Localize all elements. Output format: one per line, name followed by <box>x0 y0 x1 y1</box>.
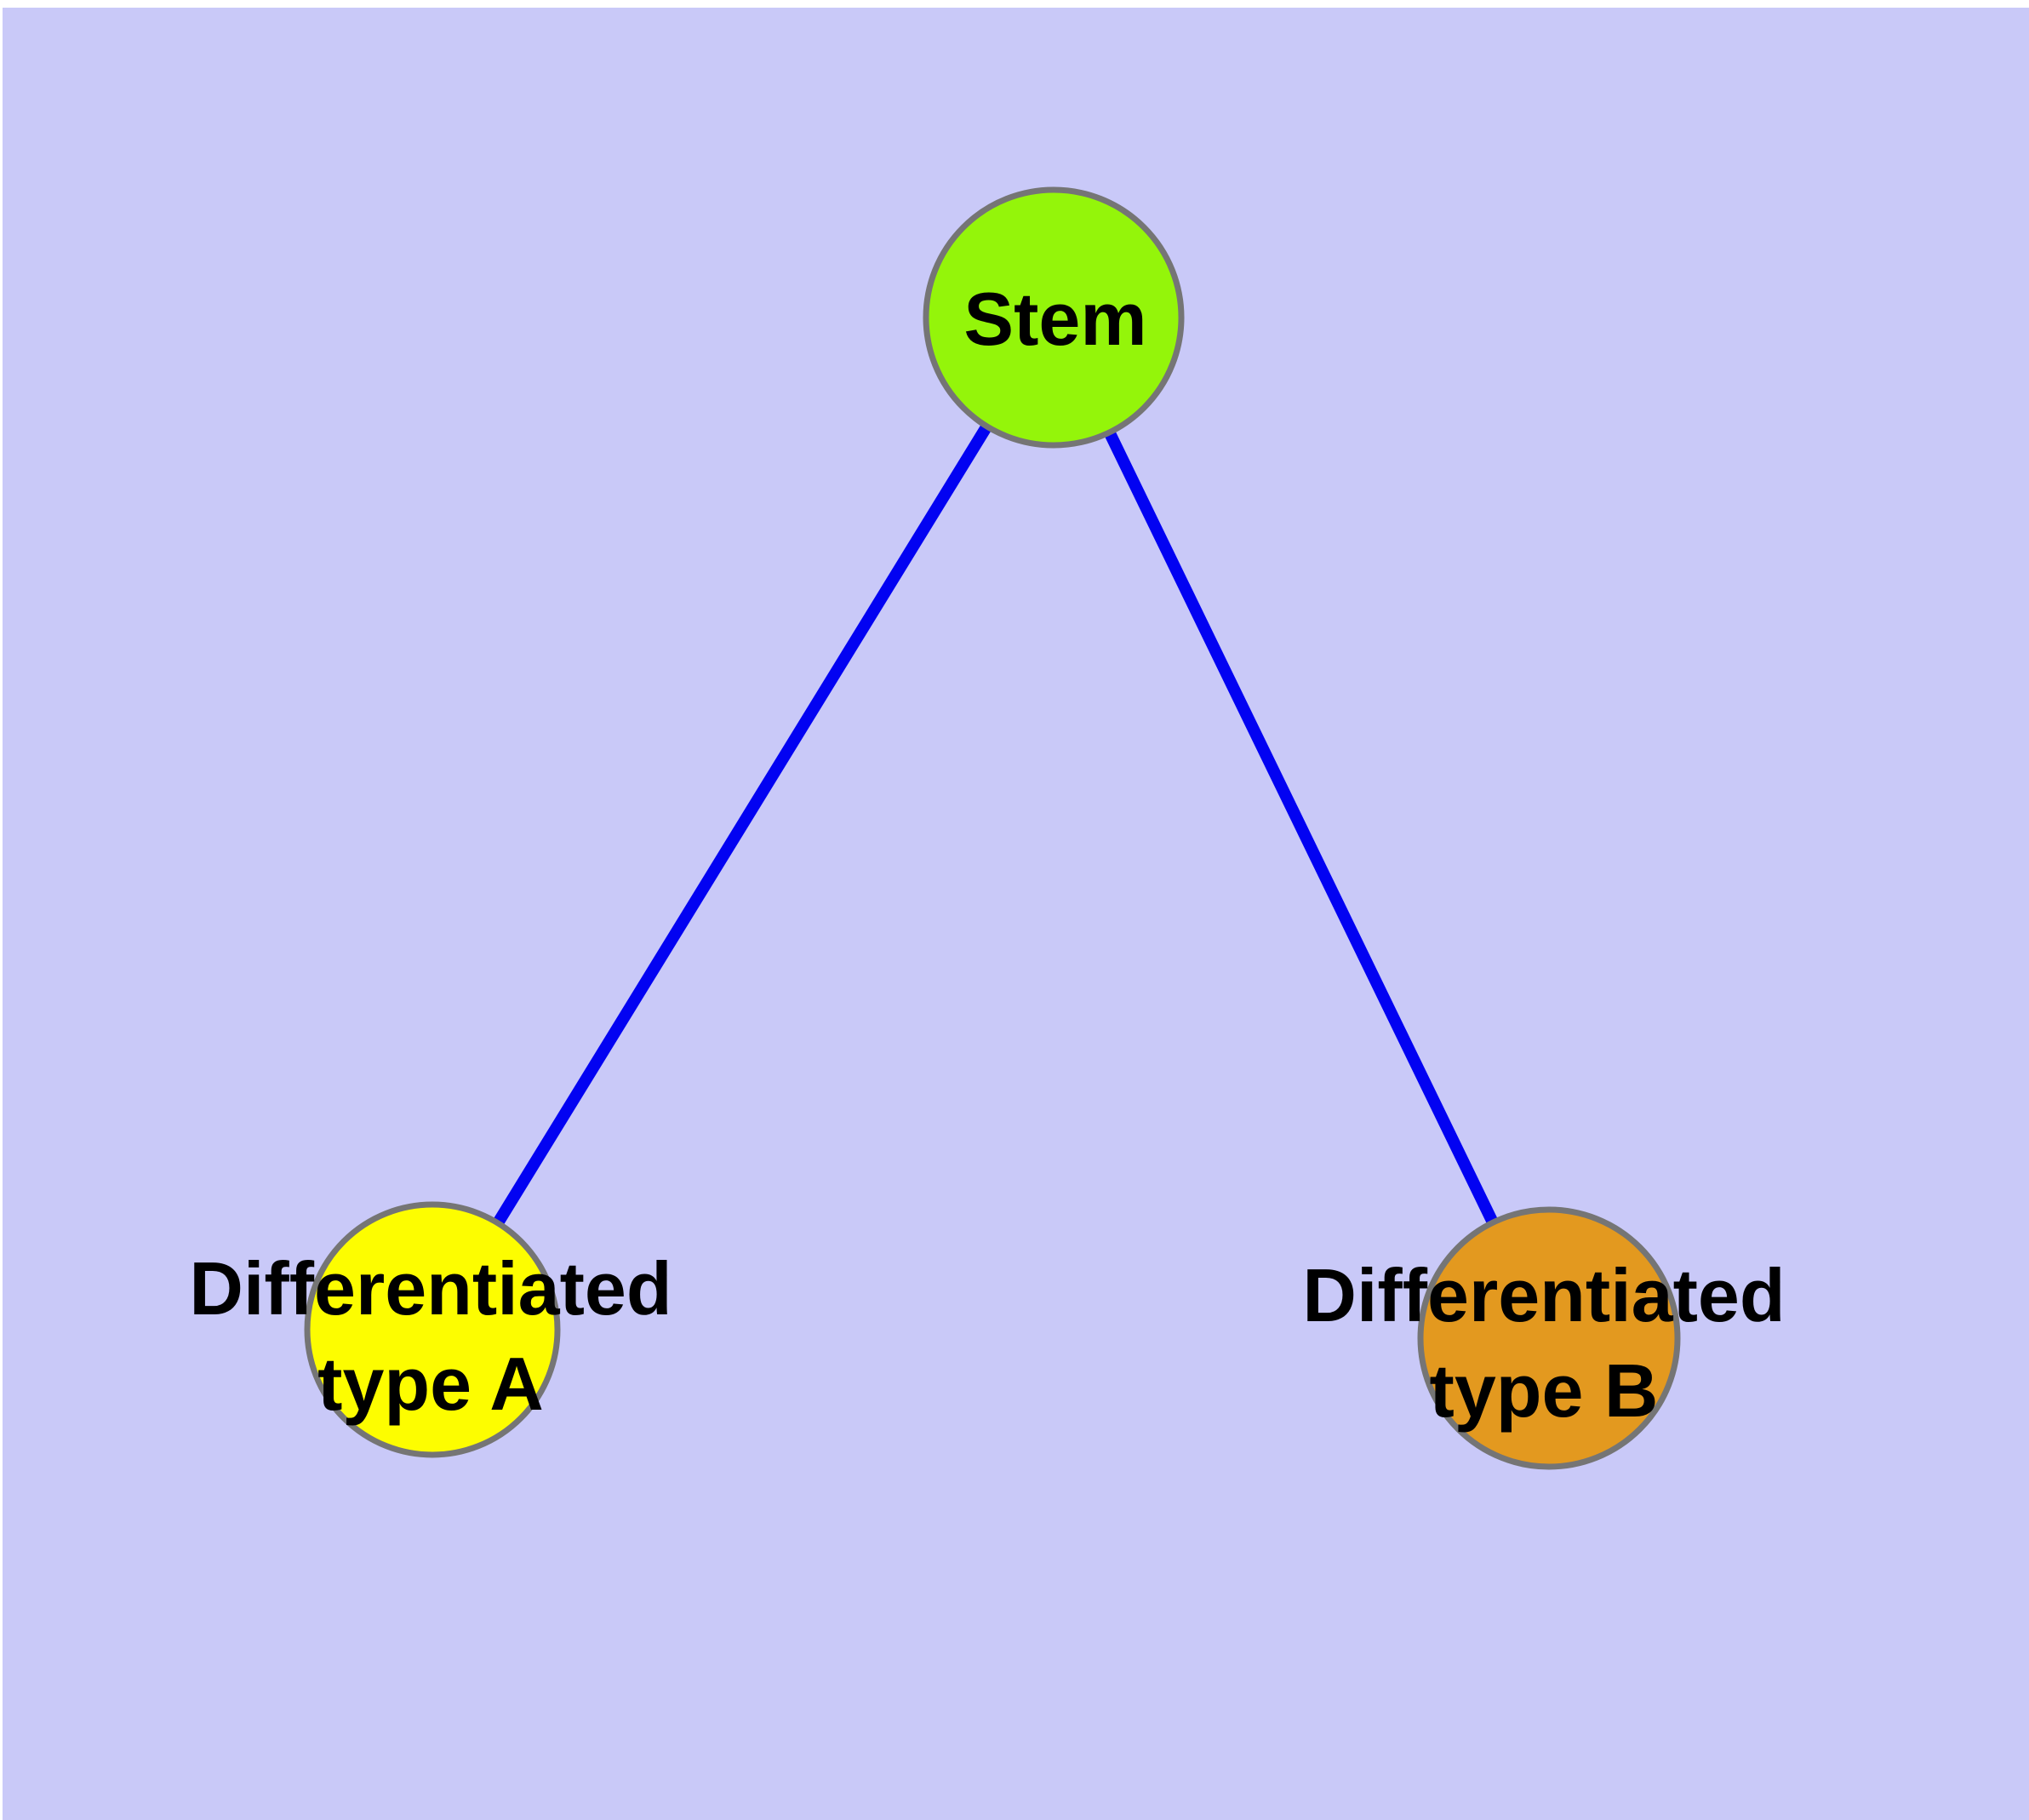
node-stem-circle <box>923 186 1185 449</box>
node-type-b-circle <box>1417 1206 1681 1470</box>
node-type-b-label: Differentiated type B <box>1302 1253 1786 1433</box>
edge-stem-to-type-b <box>1048 312 1555 1344</box>
node-type-a-circle <box>304 1201 561 1458</box>
node-stem-label: Stem <box>963 277 1147 361</box>
node-type-a-label: Differentiated type A <box>189 1246 672 1426</box>
edge-stem-to-type-a <box>426 312 1060 1336</box>
